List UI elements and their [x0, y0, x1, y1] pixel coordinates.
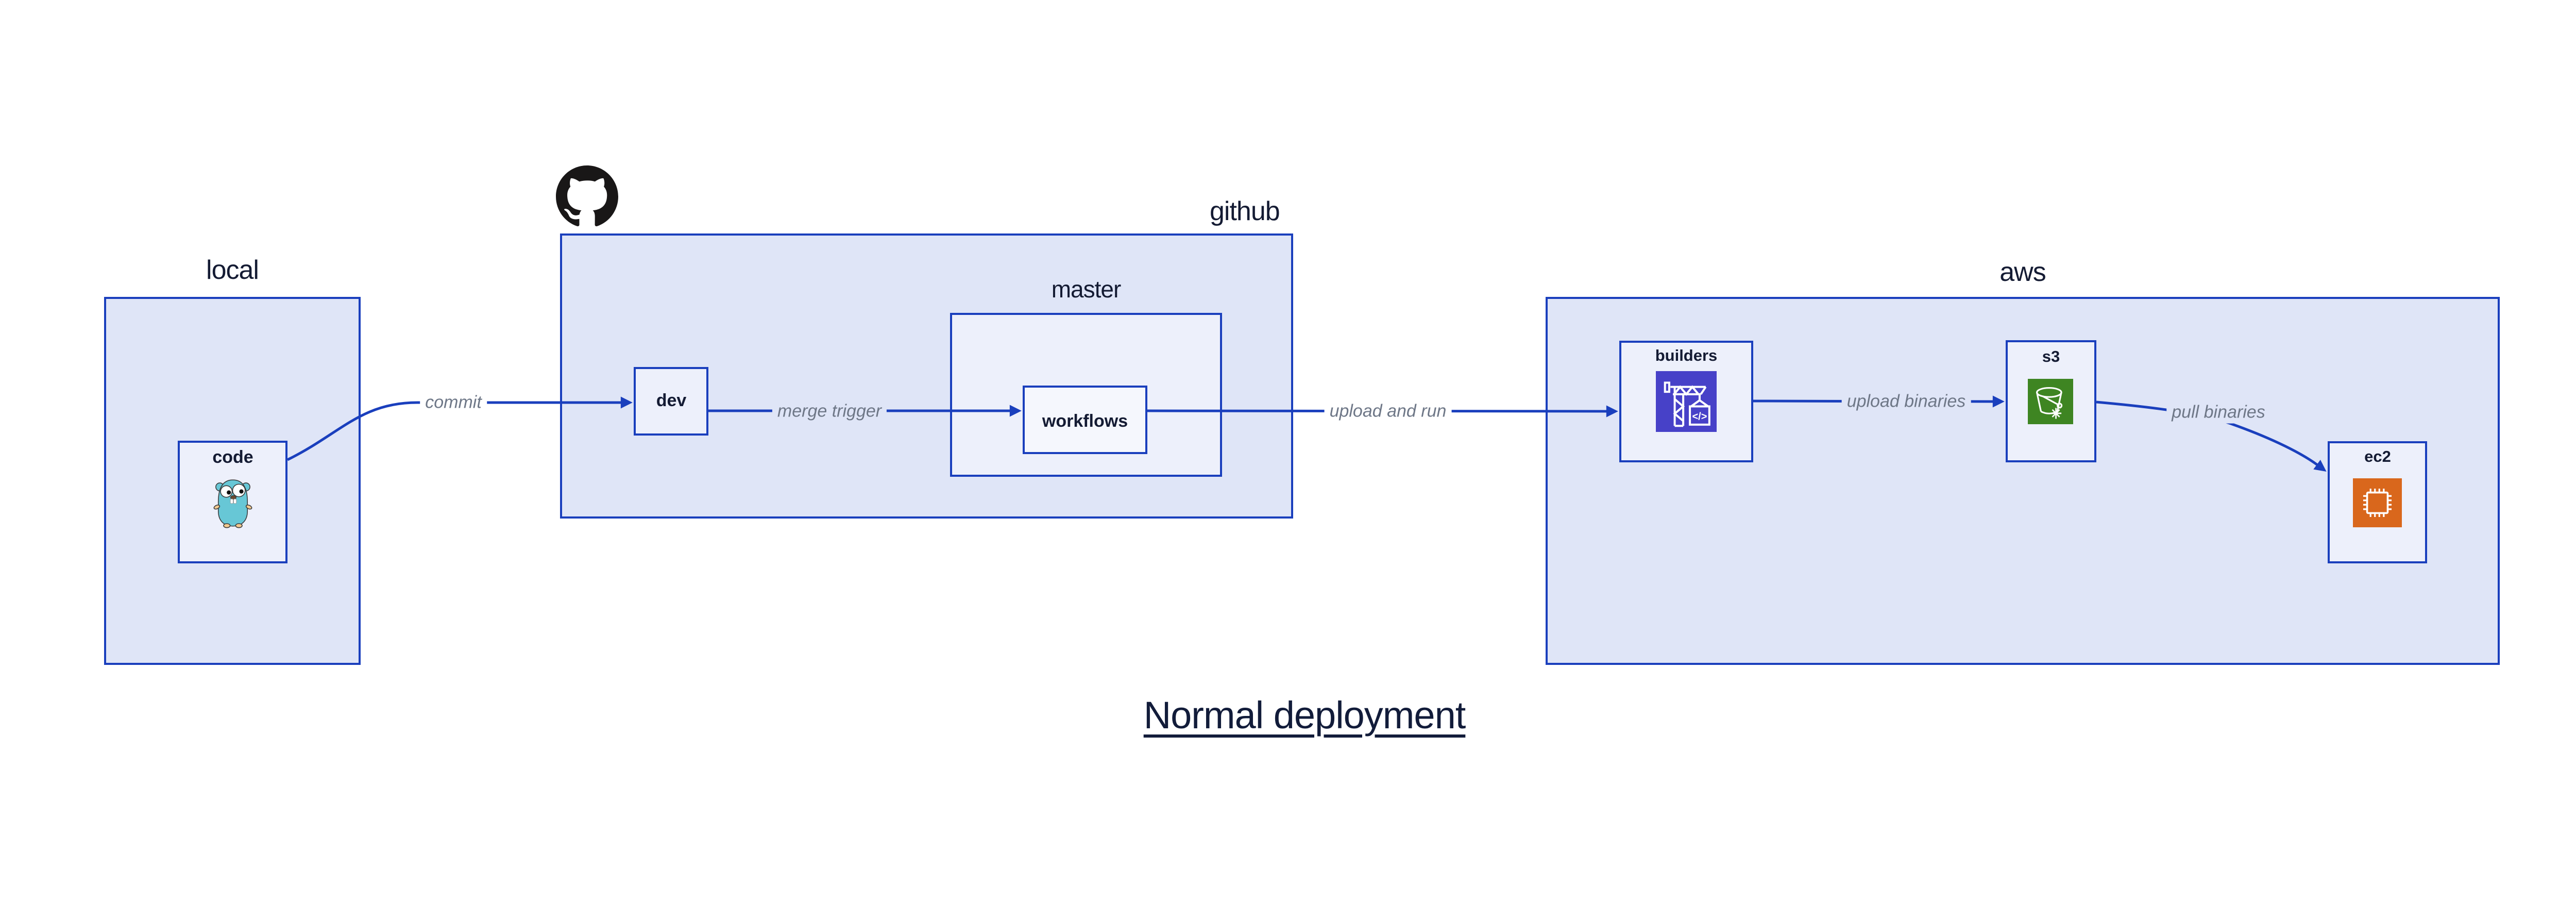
edge-label-commit: commit [420, 391, 487, 414]
github-octocat-icon [556, 165, 618, 227]
s3-node-label: s3 [2042, 347, 2060, 365]
edge-label-upload-binaries: upload binaries [1841, 390, 1971, 413]
edge-label-pull-binaries: pull binaries [2166, 401, 2270, 424]
svg-text:</>: </> [1692, 411, 1707, 422]
master-group-label: master [1051, 276, 1122, 303]
builders-node-label: builders [1655, 346, 1718, 364]
github-group-label: github [1210, 196, 1280, 226]
aws-group-label: aws [1999, 257, 2046, 287]
s3-bucket-icon [2028, 379, 2073, 424]
workflows-node-label: workflows [1042, 411, 1128, 431]
dev-node-label: dev [656, 391, 687, 410]
ec2-node-label: ec2 [2364, 447, 2391, 465]
diagram-title: Normal deployment [1143, 694, 1466, 737]
edge-label-merge-trigger: merge trigger [772, 400, 887, 423]
codebuild-crane-icon: </> [1656, 371, 1717, 432]
dev-node-box [634, 367, 708, 436]
local-group-label: local [206, 255, 259, 285]
ec2-chip-icon [2353, 478, 2402, 527]
edge-label-upload-and-run: upload and run [1324, 400, 1452, 423]
workflows-node-box [1023, 386, 1147, 454]
code-node-label: code [212, 447, 253, 467]
go-gopher-icon [213, 479, 252, 528]
